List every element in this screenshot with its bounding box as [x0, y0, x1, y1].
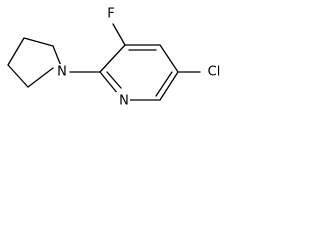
bond-pyrrolidine-c3-c4 — [23, 37, 54, 47]
bond-pyridine-n1-c2-inner — [106, 71, 122, 89]
bond-c3-fluorine — [112, 23, 126, 46]
bond-pyridine-c5-c6-inner — [155, 71, 173, 97]
atom-fluorine: F — [104, 5, 118, 22]
bond-pyrrolidine-n-c1 — [27, 67, 54, 88]
pyridine-ring — [99, 44, 179, 101]
atom-label-chlorine: Cl — [208, 65, 221, 80]
bond-pyrrolidine-c2-c3 — [7, 37, 25, 66]
bond-pyridine-c5-c6 — [159, 71, 179, 101]
atom-label-pyridine-nitrogen: N — [119, 94, 129, 109]
molecule-structure: F Cl N N — [7, 5, 228, 109]
atom-chlorine: Cl — [202, 64, 228, 81]
atom-label-pyrrolidine-nitrogen: N — [57, 65, 67, 80]
bond-pyrrolidine-c4-n — [52, 45, 62, 67]
bond-pyridine-c4-c5 — [159, 44, 179, 73]
bond-pyridine-n1-c2 — [99, 71, 119, 95]
bond-pyridine-c2-c3 — [99, 44, 126, 73]
atom-pyridine-nitrogen: N — [116, 92, 130, 109]
bond-pyrrolidine-c1-c2 — [7, 64, 29, 88]
atom-label-fluorine: F — [107, 7, 114, 22]
atom-pyrrolidine-nitrogen: N — [55, 64, 69, 81]
pyrrolidine-ring — [7, 37, 62, 88]
